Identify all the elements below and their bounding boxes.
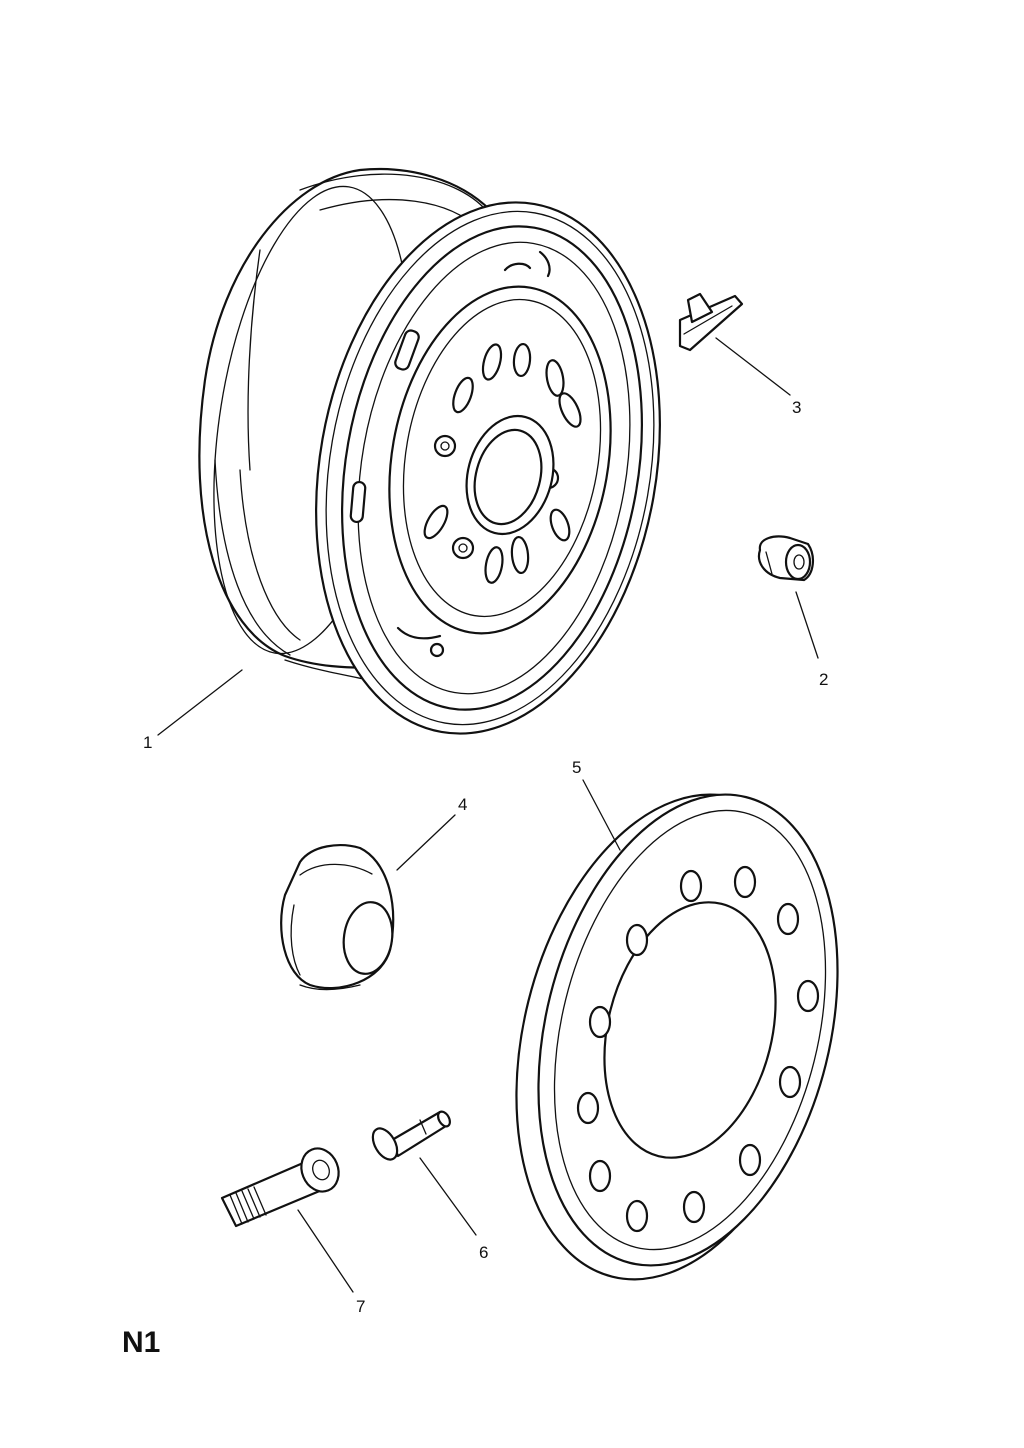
callout-2: 2 <box>819 670 828 689</box>
callout-1: 1 <box>143 733 152 752</box>
callout-3: 3 <box>792 398 801 417</box>
leader-line-2 <box>795 591 819 659</box>
wheel-trim-cover-icon <box>515 793 839 1281</box>
callout-4: 4 <box>458 795 467 814</box>
leader-line-3 <box>715 337 791 396</box>
center-cap-icon <box>280 844 395 991</box>
wheel-stud-icon <box>220 1147 340 1228</box>
wheel-nut-icon <box>757 535 814 582</box>
leader-line-4 <box>396 814 456 871</box>
callout-5: 5 <box>572 758 581 777</box>
balance-weight-icon <box>678 292 744 352</box>
page-code: N1 <box>122 1326 160 1359</box>
leader-line-1 <box>157 669 243 736</box>
callout-6: 6 <box>479 1243 488 1262</box>
leader-line-5 <box>582 779 621 851</box>
leader-line-7 <box>297 1209 354 1293</box>
tyre-valve-icon <box>371 1110 451 1161</box>
callout-7: 7 <box>356 1297 365 1316</box>
steel-wheel-rim-icon <box>198 167 661 735</box>
leader-line-6 <box>419 1157 477 1236</box>
